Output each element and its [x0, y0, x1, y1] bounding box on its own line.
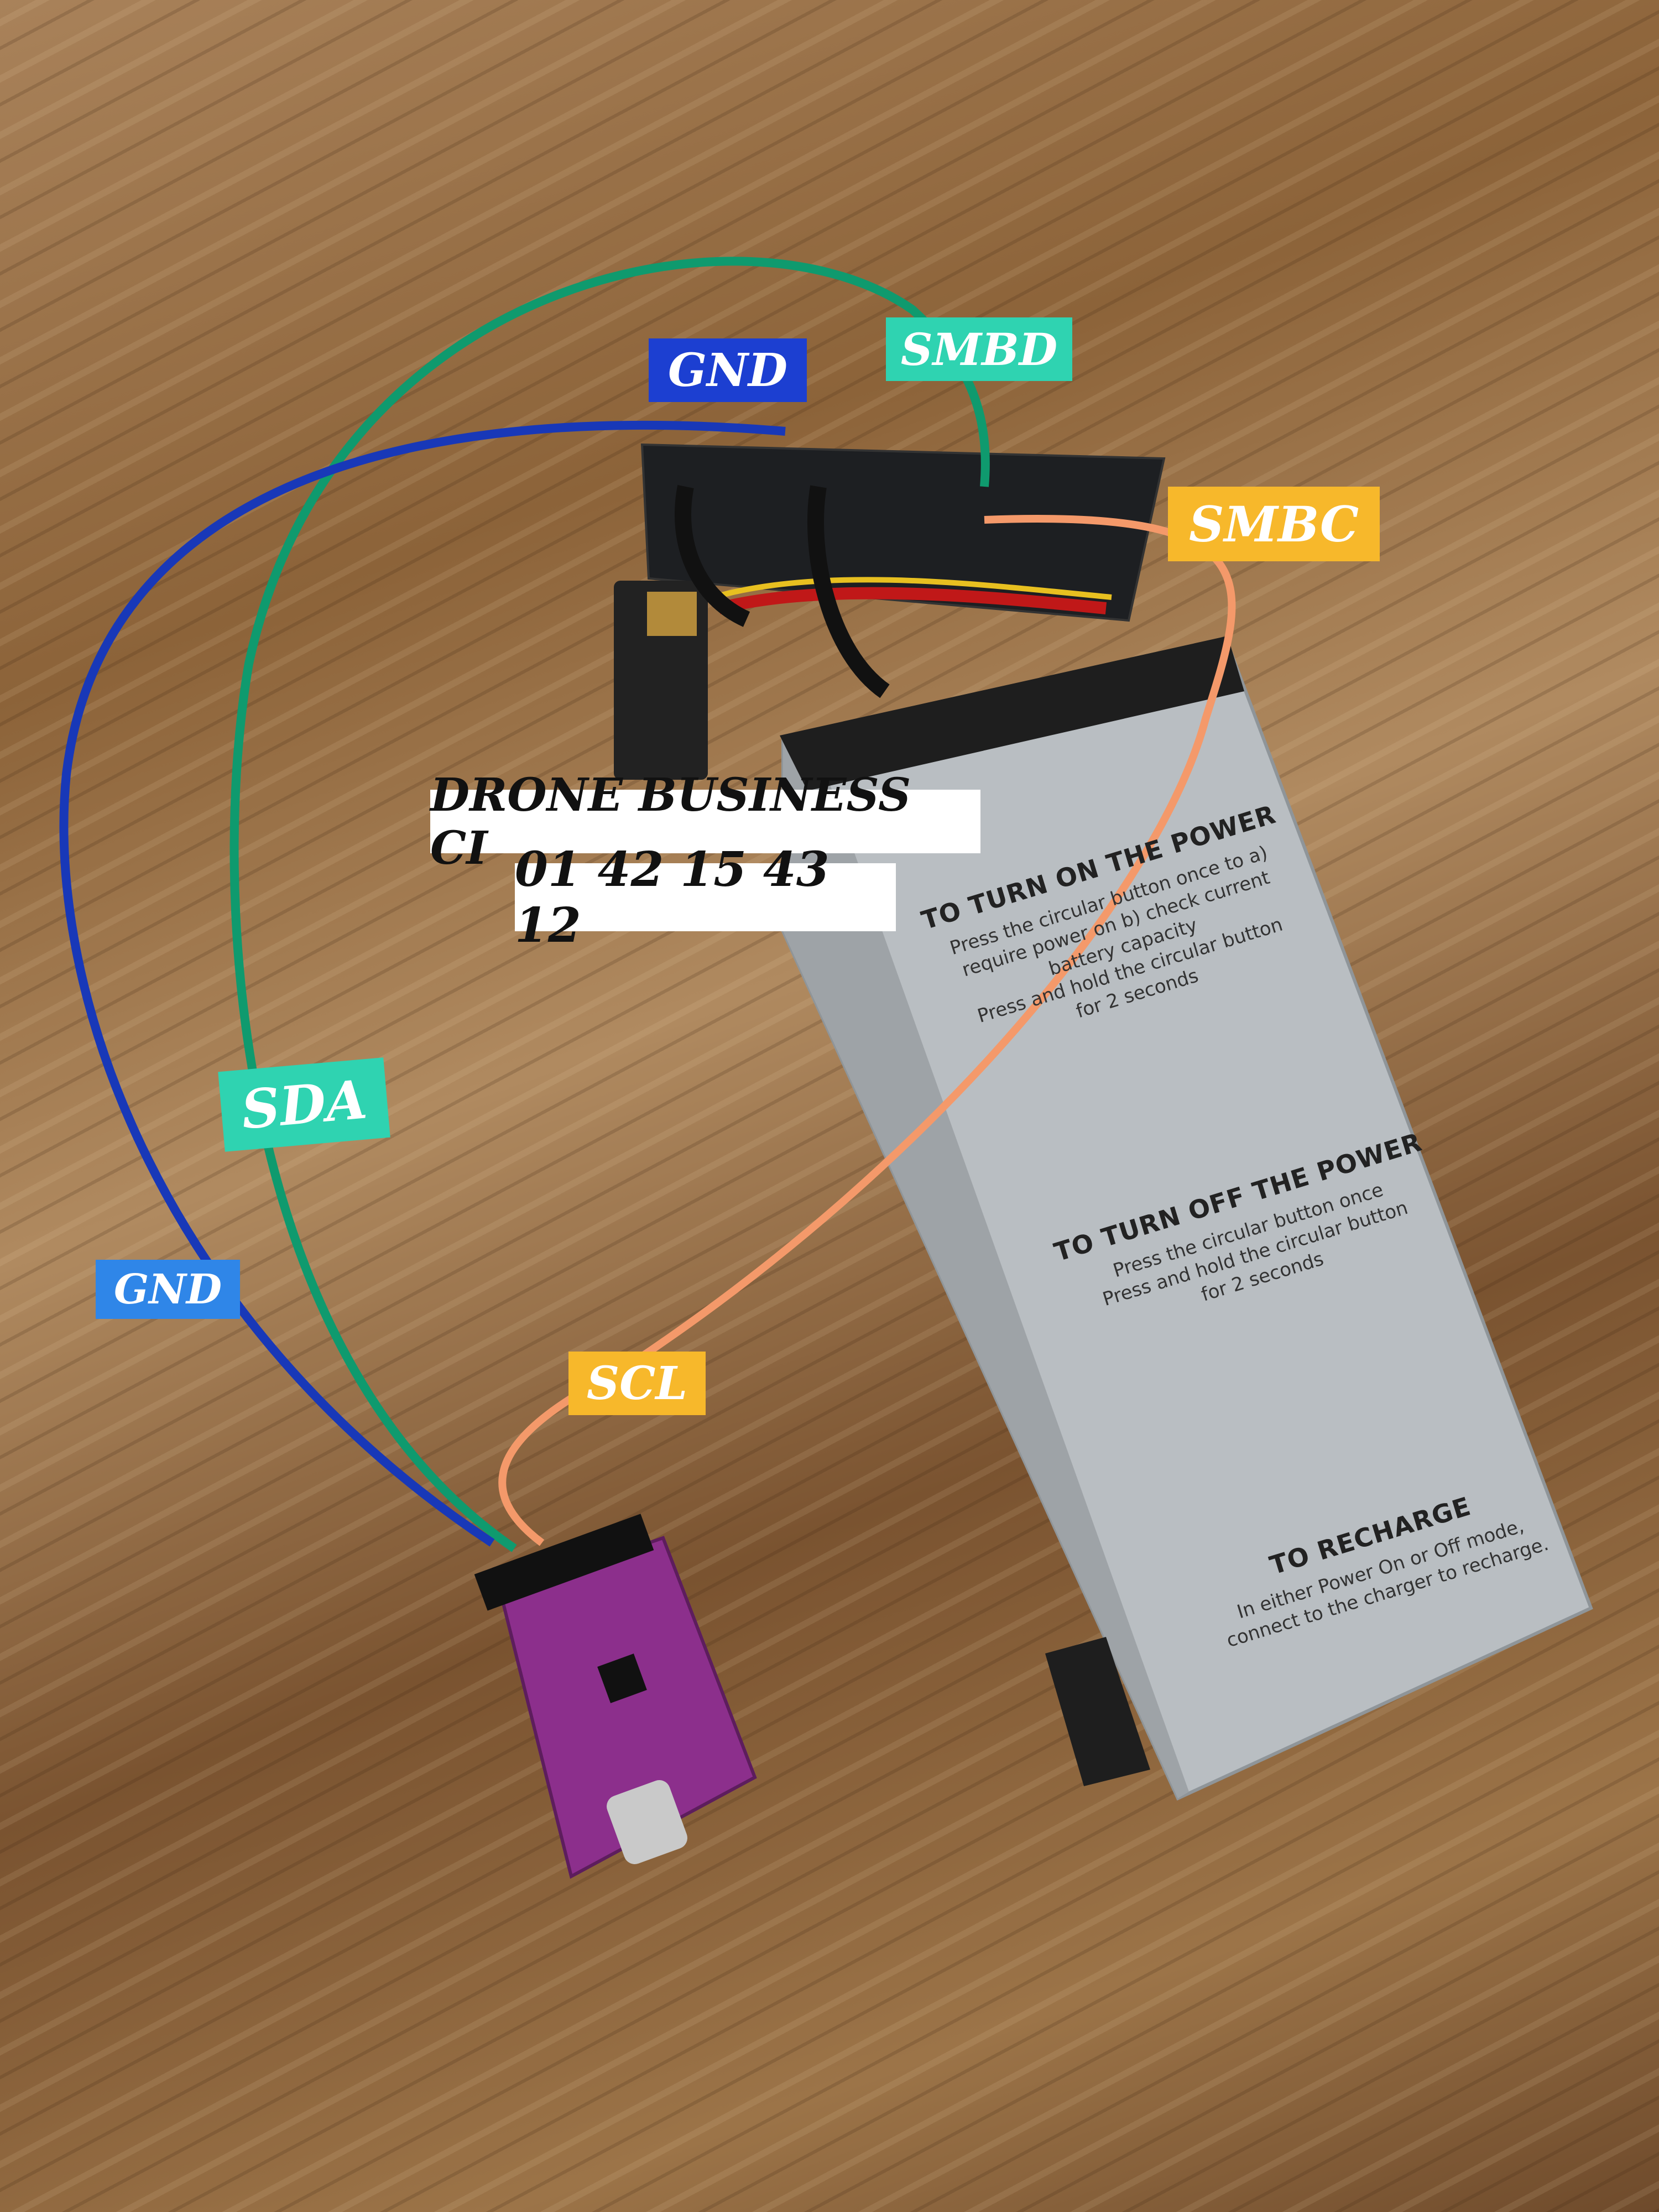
- battery-pcb-board: [640, 443, 1166, 622]
- watermark-phone-number: 01 42 15 43 12: [515, 842, 896, 953]
- battery-foam-bottom: [1045, 1637, 1150, 1786]
- label-gnd-top: GND: [649, 338, 807, 402]
- battery-lead-yellow: [712, 577, 1112, 600]
- label-scl: SCL: [568, 1352, 706, 1415]
- usb-c-port: [607, 1780, 687, 1864]
- watermark-company-name: DRONE BUSINESS CI: [430, 769, 980, 875]
- header-pins: [474, 1514, 654, 1611]
- label-gnd-bottom: GND: [96, 1260, 240, 1319]
- label-sda: SDA: [218, 1057, 390, 1152]
- battery-lead-black: [807, 485, 890, 698]
- pcb-gold-pads: [647, 592, 697, 636]
- battery-foam-top: [780, 636, 1244, 791]
- battery-lead-black-2: [674, 485, 750, 627]
- battery-side: [783, 740, 1189, 1798]
- orange-wire-scl-smbc: [498, 514, 1236, 1546]
- label-smbc: SMBC: [1168, 487, 1380, 561]
- battery-lead-red: [717, 587, 1107, 614]
- label-smbd: SMBD: [886, 317, 1072, 381]
- adapter-chip: [597, 1653, 647, 1703]
